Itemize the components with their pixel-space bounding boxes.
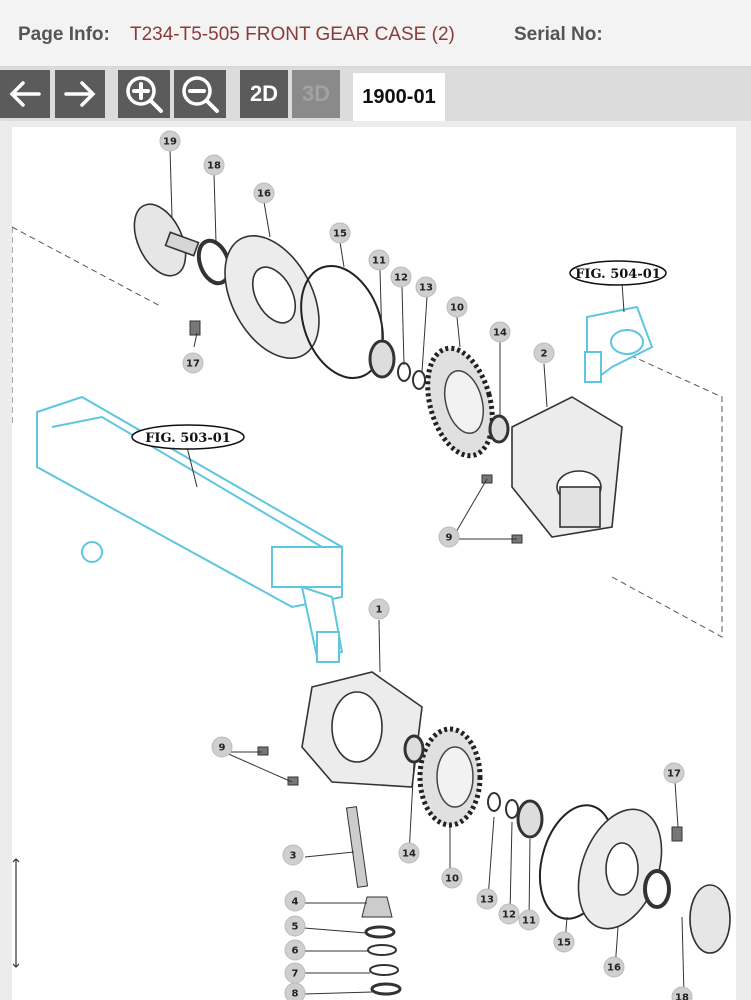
callout-1[interactable]: 1: [368, 598, 390, 620]
svg-text:2: 2: [541, 349, 548, 360]
part-1-lower-case: [301, 671, 423, 788]
fig-504-part: [584, 305, 654, 384]
callout-13[interactable]: 13: [415, 276, 437, 298]
svg-text:8: 8: [292, 989, 299, 1000]
svg-text:5: 5: [292, 922, 299, 933]
svg-text:17: 17: [186, 359, 200, 370]
callout-13[interactable]: 13: [476, 888, 498, 910]
callout-2[interactable]: 2: [533, 342, 555, 364]
callout-5[interactable]: 5: [284, 915, 306, 937]
part-16-cover: [224, 234, 320, 360]
callout-11[interactable]: 11: [368, 249, 390, 271]
callout-3[interactable]: 3: [282, 844, 304, 866]
svg-text:18: 18: [675, 993, 689, 1000]
svg-text:18: 18: [207, 161, 221, 172]
callout-12[interactable]: 12: [390, 266, 412, 288]
tab-1900-01[interactable]: 1900-01: [353, 73, 445, 121]
exploded-parts-diagram: FIG. 504-01 FIG. 503-01 1918161511121310…: [12, 130, 731, 1000]
svg-text:13: 13: [419, 283, 433, 294]
svg-text:12: 12: [502, 910, 516, 921]
svg-text:14: 14: [493, 328, 507, 339]
zoom-in-icon: [126, 76, 163, 113]
svg-text:14: 14: [402, 849, 416, 860]
svg-text:15: 15: [333, 229, 347, 240]
forward-button[interactable]: [55, 70, 105, 118]
part-10-bevel-gear: [425, 345, 495, 459]
fig-503-label[interactable]: FIG. 503-01: [131, 424, 245, 450]
callout-18[interactable]: 18: [671, 986, 693, 1000]
svg-text:13: 13: [480, 895, 494, 906]
svg-text:1: 1: [376, 605, 383, 616]
svg-text:11: 11: [522, 916, 536, 927]
svg-text:16: 16: [607, 963, 621, 974]
callout-7[interactable]: 7: [284, 962, 306, 984]
page-info-label: Page Info:: [18, 24, 110, 45]
part-10-lower-bevel-gear: [417, 726, 483, 828]
svg-text:3: 3: [290, 851, 297, 862]
callout-14[interactable]: 14: [489, 321, 511, 343]
callout-18[interactable]: 18: [203, 154, 225, 176]
svg-text:10: 10: [445, 874, 459, 885]
svg-text:15: 15: [557, 938, 571, 949]
callout-19[interactable]: 19: [159, 130, 181, 152]
part-11-bearing: [368, 339, 396, 379]
zoom-out-icon: [182, 76, 219, 113]
resize-handle-icon: [12, 858, 20, 968]
zoom-in-button[interactable]: [118, 70, 170, 118]
callout-12[interactable]: 12: [498, 903, 520, 925]
svg-text:16: 16: [257, 189, 271, 200]
svg-text:10: 10: [450, 303, 464, 314]
svg-text:12: 12: [394, 273, 408, 284]
page-info-value: T234-T5-505 FRONT GEAR CASE (2): [130, 24, 455, 45]
page-info-header: Page Info: T234-T5-505 FRONT GEAR CASE (…: [0, 0, 751, 67]
svg-text:7: 7: [292, 969, 299, 980]
callout-14[interactable]: 14: [398, 842, 420, 864]
arrow-left-icon: [9, 81, 41, 107]
view-2d-button[interactable]: 2D: [240, 70, 288, 118]
back-button[interactable]: [0, 70, 50, 118]
callout-10[interactable]: 10: [446, 296, 468, 318]
zoom-out-button[interactable]: [174, 70, 226, 118]
callout-6[interactable]: 6: [284, 939, 306, 961]
svg-text:FIG. 503-01: FIG. 503-01: [145, 431, 231, 446]
callout-17[interactable]: 17: [663, 762, 685, 784]
view-3d-button: 3D: [292, 70, 340, 118]
svg-text:19: 19: [163, 137, 177, 148]
serial-label: Serial No:: [514, 24, 603, 45]
callout-16[interactable]: 16: [603, 956, 625, 978]
fig-503-axle-housing: [36, 395, 344, 663]
callout-17[interactable]: 17: [182, 352, 204, 374]
part-2-case: [511, 396, 623, 538]
part-19-flange: [133, 203, 200, 277]
callout-16[interactable]: 16: [253, 182, 275, 204]
panel-splitter[interactable]: [12, 857, 20, 969]
svg-text:4: 4: [292, 897, 299, 908]
svg-text:9: 9: [219, 743, 226, 754]
part-16-lower-cover: [577, 808, 663, 930]
svg-text:FIG. 504-01: FIG. 504-01: [575, 267, 661, 282]
svg-text:11: 11: [372, 256, 386, 267]
arrow-right-icon: [64, 81, 96, 107]
svg-text:9: 9: [446, 533, 453, 544]
callout-9[interactable]: 9: [438, 526, 460, 548]
svg-text:17: 17: [667, 769, 681, 780]
callout-11[interactable]: 11: [518, 909, 540, 931]
callout-8[interactable]: 8: [284, 982, 306, 1000]
callout-15[interactable]: 15: [329, 222, 351, 244]
callout-10[interactable]: 10: [441, 867, 463, 889]
fig-504-label[interactable]: FIG. 504-01: [569, 260, 667, 286]
callout-4[interactable]: 4: [284, 890, 306, 912]
part-15-oring: [300, 264, 384, 380]
svg-text:6: 6: [292, 946, 299, 957]
callout-9[interactable]: 9: [211, 736, 233, 758]
callout-15[interactable]: 15: [553, 931, 575, 953]
